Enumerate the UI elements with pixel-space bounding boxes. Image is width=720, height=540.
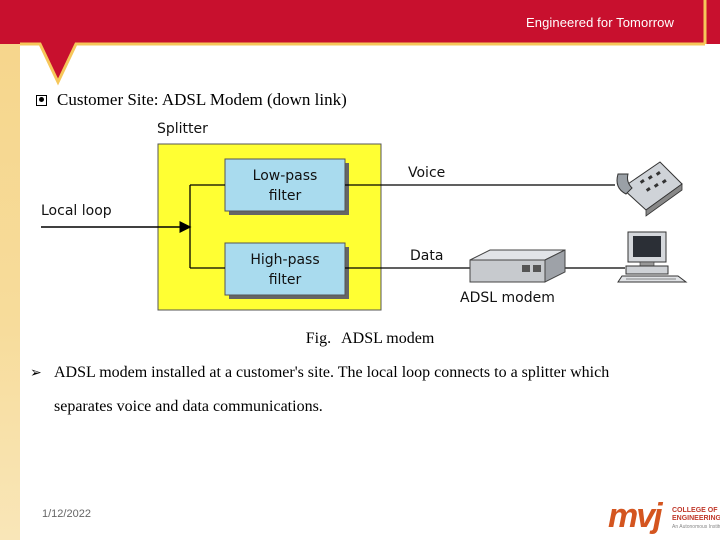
highpass-filter-label-2: filter xyxy=(269,272,302,288)
lowpass-filter-label-1: Low-pass xyxy=(253,168,318,184)
highpass-filter-box xyxy=(224,242,346,296)
data-label: Data xyxy=(410,248,443,264)
splitter-label: Splitter xyxy=(157,121,208,137)
description-line-2: separates voice and data communications. xyxy=(54,398,323,415)
figure-caption-prefix: Fig. xyxy=(305,330,332,347)
description-line-1: ➢ ADSL modem installed at a customer's si… xyxy=(30,356,700,390)
logo-text: COLLEGE OF ENGINEERING An Autonomous Ins… xyxy=(672,507,720,531)
arrow-bullet-icon: ➢ xyxy=(30,365,42,381)
footer-date: 1/12/2022 xyxy=(42,508,91,520)
header-tagline: Engineered for Tomorrow xyxy=(525,15,674,30)
figure-caption-text: ADSL modem xyxy=(341,330,435,347)
logo-line-1: COLLEGE OF xyxy=(672,507,718,514)
header-gold-stripe xyxy=(20,42,705,86)
left-accent-bar xyxy=(0,0,20,540)
checkbox-bullet-icon xyxy=(36,94,47,106)
adsl-modem-label: ADSL modem xyxy=(460,290,555,306)
highpass-filter-label-1: High-pass xyxy=(250,252,319,268)
adsl-modem-icon xyxy=(469,249,566,283)
lowpass-filter-box xyxy=(224,158,346,212)
description-paragraph: ➢ ADSL modem installed at a customer's si… xyxy=(30,356,700,423)
logo-line-3: An Autonomous Institute xyxy=(672,524,720,530)
computer-icon xyxy=(617,231,688,283)
telephone-icon xyxy=(616,161,683,217)
header-red-band xyxy=(0,0,720,82)
description-line-1-text: ADSL modem installed at a customer's sit… xyxy=(54,364,610,381)
logo-line-2: ENGINEERING xyxy=(672,515,720,522)
header-banner xyxy=(0,0,720,86)
local-loop-label: Local loop xyxy=(41,203,112,219)
slide-heading: Customer Site: ADSL Modem (down link) xyxy=(36,90,347,110)
logo-mark: mvj xyxy=(608,497,663,535)
voice-label: Voice xyxy=(408,165,445,181)
slide-heading-text: Customer Site: ADSL Modem (down link) xyxy=(57,90,347,109)
adsl-diagram: Splitter Low-pass filter High-pass filte… xyxy=(41,121,688,311)
figure-caption: Fig. ADSL modem xyxy=(0,330,720,348)
lowpass-filter-label-2: filter xyxy=(269,188,302,204)
